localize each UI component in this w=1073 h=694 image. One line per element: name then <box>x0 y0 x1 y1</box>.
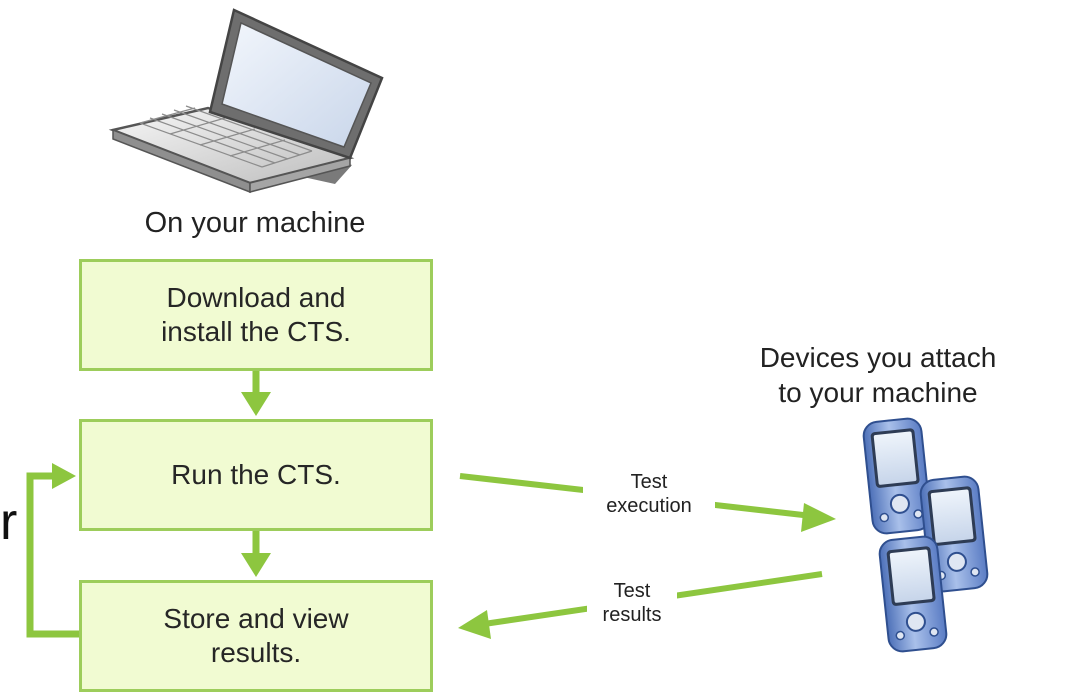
machine-label: On your machine <box>144 207 366 239</box>
handheld-device-icon <box>861 416 933 536</box>
test-execution-label: Test execution <box>583 470 715 518</box>
test-results-label-line2: results <box>602 604 662 626</box>
devices-label-line1: Devices you attach <box>759 342 997 373</box>
step-run-cts: Run the CTS. <box>79 419 433 531</box>
step-text-line2: results. <box>210 637 302 668</box>
step-text-line1: Run the CTS. <box>171 459 341 490</box>
test-results-label: Test results <box>587 579 677 627</box>
laptop-icon <box>108 8 384 194</box>
step-text-line1: Download and <box>166 282 346 313</box>
arrow-download-to-run <box>241 371 271 416</box>
arrow-loop-back <box>26 463 79 638</box>
handheld-device-icon <box>877 534 949 654</box>
test-execution-label-line1: Test <box>630 471 668 493</box>
arrow-run-to-store <box>241 531 271 577</box>
step-download-install: Download and install the CTS. <box>79 259 433 371</box>
step-text-line1: Store and view <box>163 603 349 634</box>
stray-glyph: r <box>0 493 18 551</box>
test-execution-label-line2: execution <box>606 495 692 517</box>
test-results-label-line1: Test <box>613 580 651 602</box>
step-store-view-results: Store and view results. <box>79 580 433 692</box>
devices-label-line2: to your machine <box>778 377 978 408</box>
step-text-line2: install the CTS. <box>161 316 351 347</box>
devices-label: Devices you attach to your machine <box>718 340 1038 410</box>
